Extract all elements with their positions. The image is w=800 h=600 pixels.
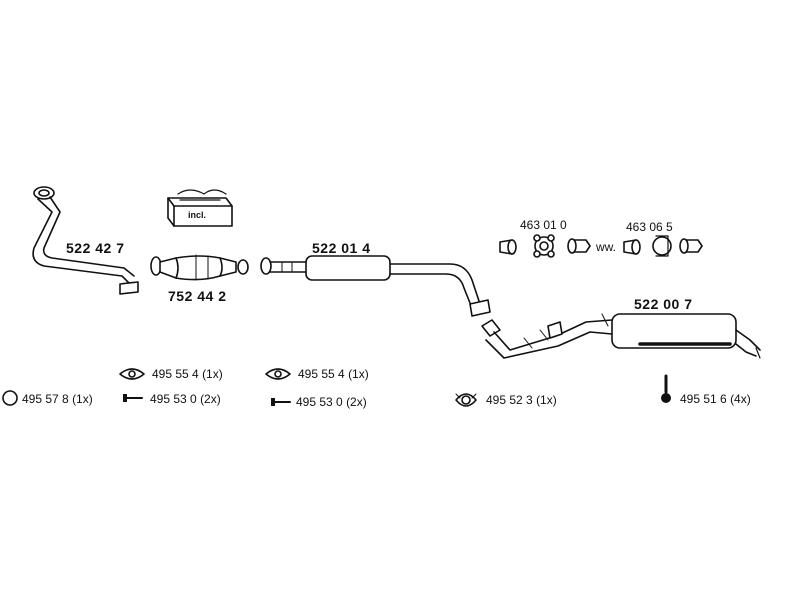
catalytic-converter-752442[interactable]: [150, 254, 249, 281]
part-label-catalytic-converter: 752 44 2: [168, 288, 227, 304]
hardware-label: 495 51 6 (4x): [680, 392, 751, 406]
hardware-label: 495 53 0 (2x): [296, 395, 367, 409]
bolt-icon: [271, 398, 291, 406]
part-label-clamp-front: 463 01 0: [520, 218, 567, 232]
clamp-separator-label: ww.: [596, 240, 617, 254]
clamp-assembly-463010[interactable]: [499, 234, 591, 258]
mounting-kit-box: [167, 189, 233, 227]
gasket-icon: [265, 368, 291, 380]
hardware-label: 495 55 4 (1x): [298, 367, 369, 381]
front-pipe-522427[interactable]: [32, 186, 139, 295]
kit-badge-label: incl.: [188, 210, 207, 220]
part-label-front-pipe: 522 42 7: [66, 240, 125, 256]
part-label-center-muffler: 522 01 4: [312, 240, 371, 256]
seal-ring-icon: [455, 393, 477, 407]
hardware-label: 495 57 8 (1x): [22, 392, 93, 406]
part-label-rear-muffler: 522 00 7: [634, 296, 693, 312]
center-muffler-522014[interactable]: [260, 255, 491, 317]
hardware-label: 495 52 3 (1x): [486, 393, 557, 407]
ring-icon: [2, 390, 18, 406]
part-label-clamp-rear: 463 06 5: [626, 220, 673, 234]
hardware-label: 495 55 4 (1x): [152, 367, 223, 381]
bolt-icon: [123, 394, 143, 402]
rear-muffler-522007[interactable]: [481, 313, 761, 359]
rubber-hanger-icon: [661, 374, 671, 403]
gasket-icon: [119, 368, 145, 380]
hardware-label: 495 53 0 (2x): [150, 392, 221, 406]
clamp-assembly-463065[interactable]: [623, 235, 703, 257]
